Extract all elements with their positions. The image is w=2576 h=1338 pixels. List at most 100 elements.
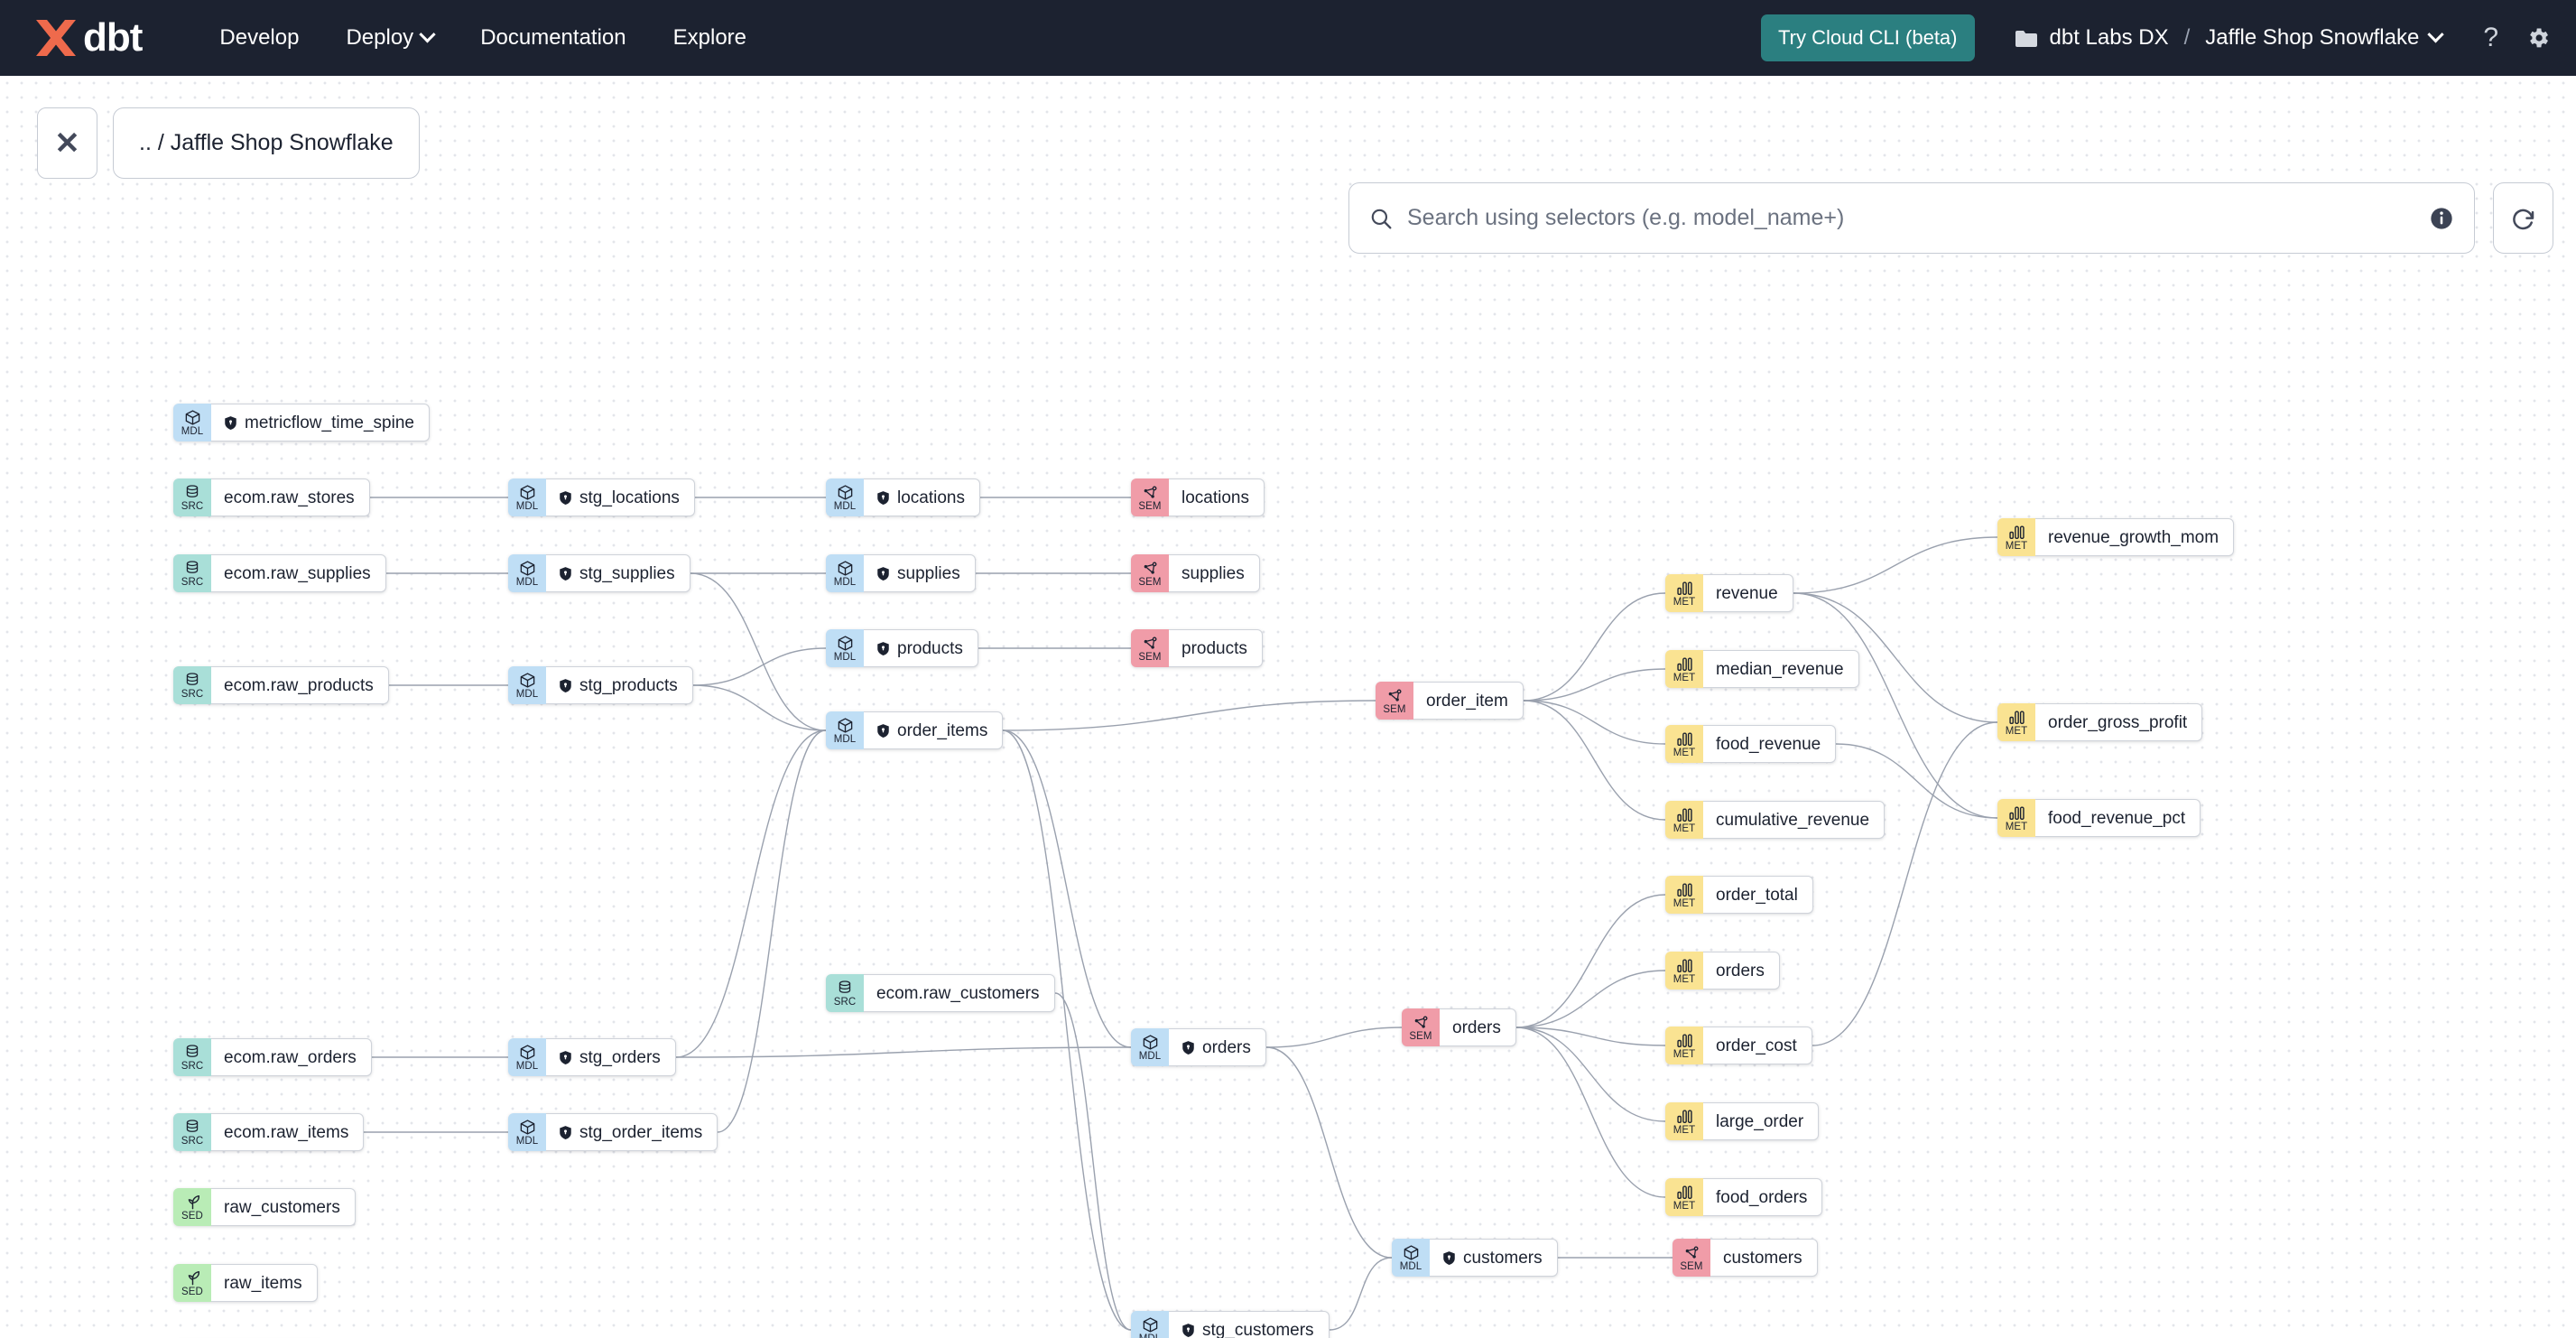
edge-stg_orders--mdl_orders xyxy=(675,1046,1132,1058)
edge-stg_products--order_items xyxy=(692,684,827,731)
node-label: stg_orders xyxy=(579,1047,661,1067)
search-input[interactable] xyxy=(1407,205,2429,231)
node-body: revenue xyxy=(1703,574,1793,612)
node-label: ecom.raw_products xyxy=(224,675,374,695)
node-label: ecom.raw_supplies xyxy=(224,563,371,583)
edge-met_revenue--met_revenue_growth_mom xyxy=(1793,536,1998,594)
refresh-button[interactable] xyxy=(2493,182,2553,254)
node-type-code: SEM xyxy=(1138,576,1162,588)
shield-icon xyxy=(560,490,571,505)
breadcrumb-pill[interactable]: .. / Jaffle Shop Snowflake xyxy=(113,107,420,179)
search-bar[interactable] xyxy=(1348,182,2475,254)
database-icon xyxy=(837,980,853,997)
graph-node-stg_customers[interactable]: MDL stg_customers xyxy=(1131,1311,1330,1338)
node-label: raw_items xyxy=(224,1273,302,1293)
node-type-badge-sem: SEM xyxy=(1376,682,1413,720)
node-body: orders xyxy=(1440,1008,1516,1046)
node-body: customers xyxy=(1710,1239,1818,1277)
gear-icon[interactable] xyxy=(2525,25,2551,51)
close-button[interactable]: ✕ xyxy=(37,107,97,179)
top-nav-right-group: Try Cloud CLI (beta) dbt Labs DX / Jaffl… xyxy=(1761,14,2551,61)
nav-item-documentation[interactable]: Documentation xyxy=(480,25,625,51)
node-type-badge-src: SRC xyxy=(173,479,211,516)
nav-item-deploy[interactable]: Deploy xyxy=(346,25,436,51)
node-label: orders xyxy=(1716,961,1765,980)
node-body: supplies xyxy=(864,554,976,592)
node-type-code: MDL xyxy=(515,688,539,700)
question-mark-icon[interactable]: ? xyxy=(2483,23,2498,52)
nav-item-explore-label: Explore xyxy=(672,25,746,50)
node-type-code: MDL xyxy=(1139,1333,1162,1338)
database-icon xyxy=(184,1119,200,1136)
nav-links: Develop Deploy Documentation Explore xyxy=(172,25,746,51)
node-type-badge-met: MET xyxy=(1997,799,2035,837)
node-type-badge-met: MET xyxy=(1665,1102,1703,1140)
edge-met_order_cost--met_order_gross_profit xyxy=(1812,721,1998,1046)
node-type-code: MDL xyxy=(833,651,857,663)
node-body: locations xyxy=(864,479,980,516)
try-cloud-cli-button[interactable]: Try Cloud CLI (beta) xyxy=(1761,14,1975,61)
node-body: stg_products xyxy=(546,666,693,704)
graph-node-metricflow_time_spine[interactable]: MDL metricflow_time_spine xyxy=(173,404,430,441)
node-type-badge-met: MET xyxy=(1665,1027,1703,1064)
edge-order_items--sem_order_item xyxy=(1002,700,1376,731)
info-icon[interactable] xyxy=(2429,206,2454,231)
graph-node-supplies[interactable]: MDL supplies xyxy=(826,554,976,592)
cube-icon xyxy=(519,1044,536,1061)
nav-item-explore[interactable]: Explore xyxy=(673,25,746,51)
node-type-code: MDL xyxy=(833,576,857,588)
node-label: stg_customers xyxy=(1202,1320,1314,1338)
graph-node-stg_products[interactable]: MDL stg_products xyxy=(508,666,693,704)
nav-item-develop[interactable]: Develop xyxy=(219,25,299,51)
dbt-logo-icon xyxy=(36,20,76,56)
node-type-code: MDL xyxy=(181,425,204,437)
node-label: locations xyxy=(897,488,965,507)
project-selector[interactable]: Jaffle Shop Snowflake xyxy=(2205,25,2445,51)
node-type-code: SEM xyxy=(1138,500,1162,512)
node-type-badge-mdl: MDL xyxy=(508,1038,546,1076)
node-type-badge-src: SRC xyxy=(173,1113,211,1151)
node-body: order_items xyxy=(864,711,1004,749)
edge-order_items--stg_customers xyxy=(1002,729,1132,1331)
graph-node-stg_orders[interactable]: MDL stg_orders xyxy=(508,1038,676,1076)
account-name[interactable]: dbt Labs DX xyxy=(2049,25,2169,50)
node-label: metricflow_time_spine xyxy=(245,413,414,432)
node-label: raw_customers xyxy=(224,1197,340,1217)
dbt-logo[interactable]: dbt xyxy=(32,16,143,60)
